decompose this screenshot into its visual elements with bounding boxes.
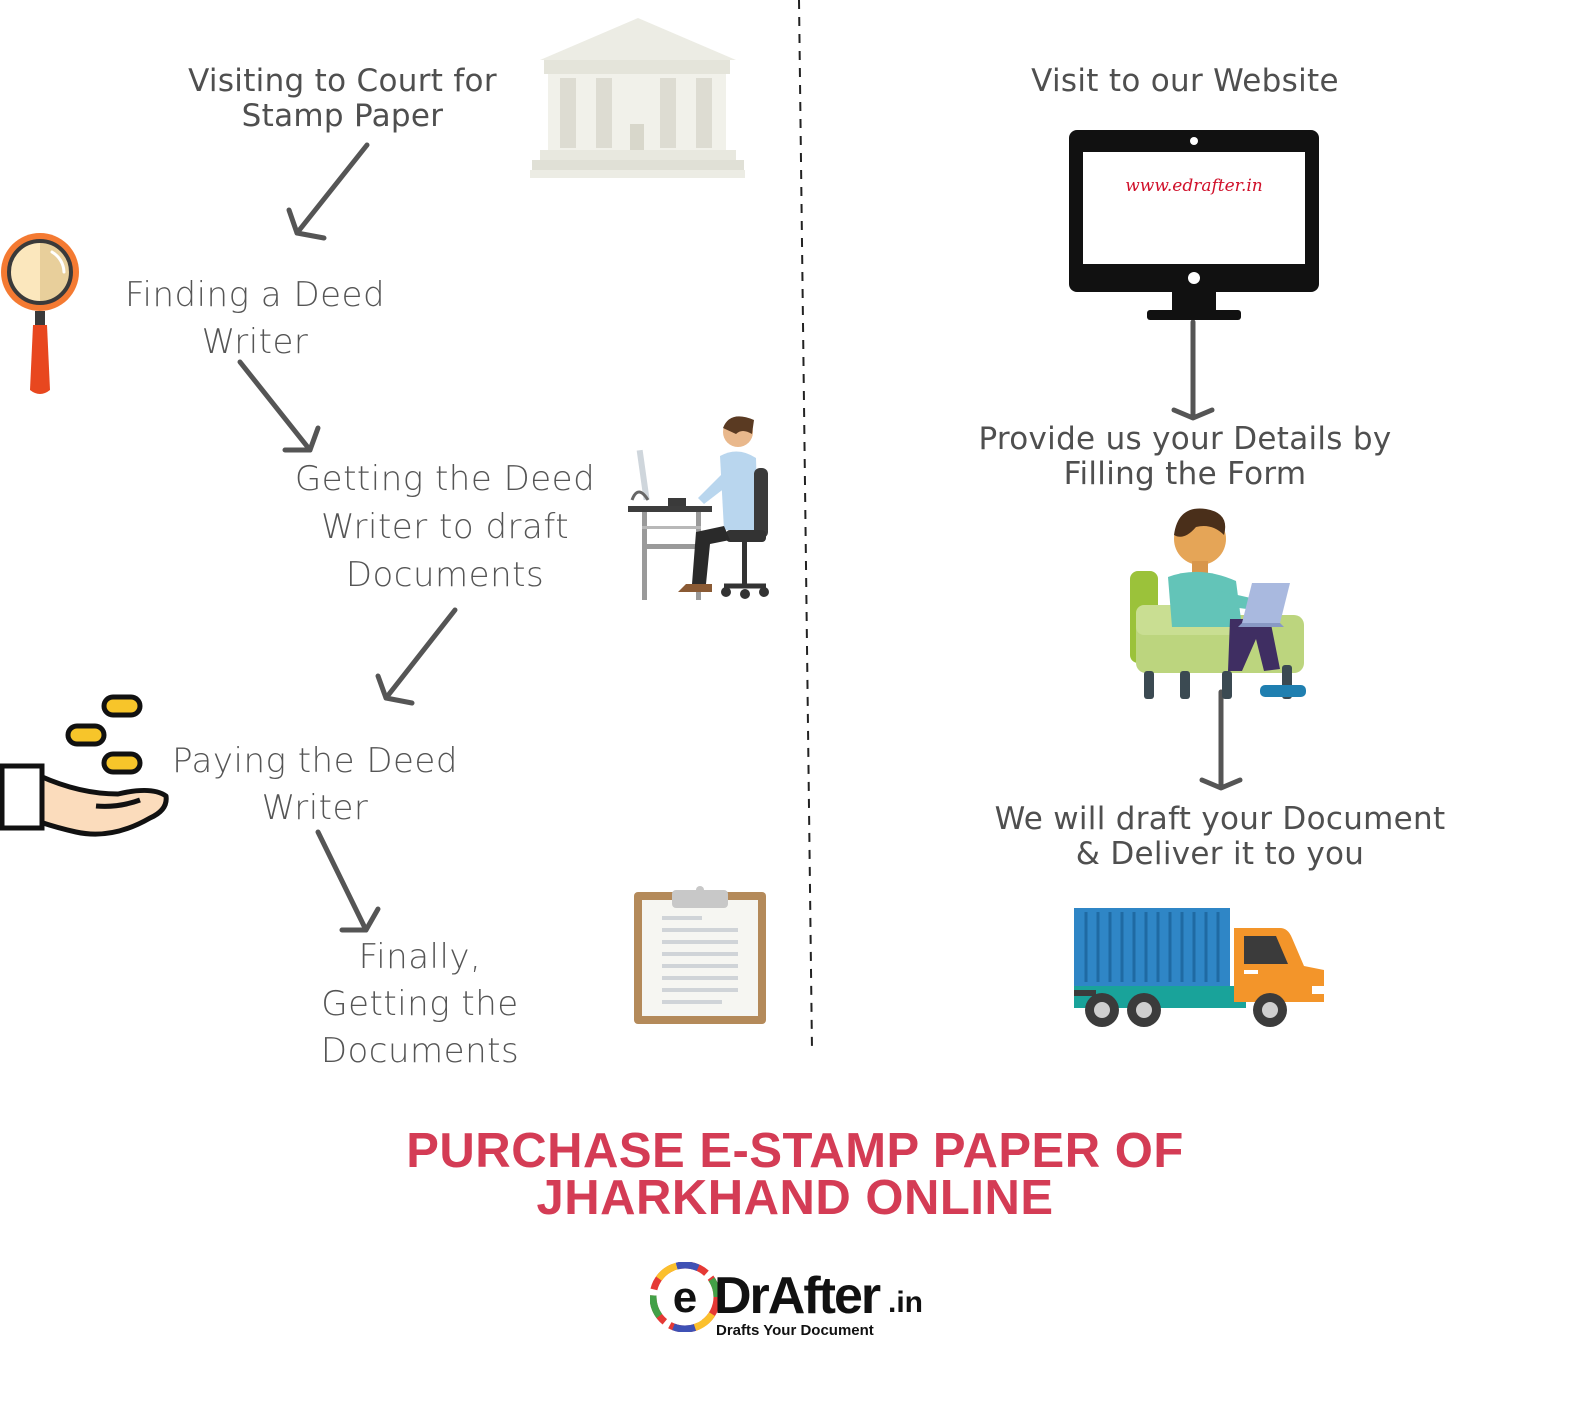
step-visit-website: Visit to our Website [1031, 63, 1339, 99]
monitor-url-text: www.edrafter.in [1125, 176, 1263, 196]
arrow-court-to-finding [286, 142, 370, 241]
svg-text:e: e [673, 1273, 697, 1322]
step-visiting-court: Visiting to Court for Stamp Paper [188, 63, 497, 134]
step-draft-and-deliver: We will draft your Document & Deliver it… [994, 801, 1446, 872]
logo-e-icon: e [650, 1262, 720, 1332]
edrafter-logo: e DrAfter .in Drafts Your Document [650, 1262, 950, 1347]
magnifier-icon [1, 233, 79, 394]
step-paying-deed-writer: Paying the Deed Writer [172, 741, 458, 828]
arrow-paying-to-finally [315, 829, 381, 933]
arrow-finding-to-getting [237, 359, 321, 453]
page-title-line-2: JHARKHAND ONLINE [536, 1171, 1054, 1225]
arrow-website-to-details [1171, 320, 1215, 421]
page-title-line-1: PURCHASE E-STAMP PAPER OF [406, 1124, 1184, 1178]
step-provide-details: Provide us your Details by Filling the F… [978, 421, 1392, 492]
arrow-details-to-deliver [1199, 689, 1243, 791]
truck-icon [1074, 908, 1326, 1027]
monitor-icon: www.edrafter.in [1069, 130, 1319, 322]
logo-brand: DrAfter [714, 1267, 881, 1325]
offline-arrows [237, 142, 458, 933]
coins-hand-icon [0, 694, 169, 837]
clipboard-icon [634, 886, 766, 1024]
step-finding-deed-writer: Finding a Deed Writer [124, 275, 386, 362]
logo-suffix: .in [888, 1286, 923, 1319]
office-worker-icon [628, 416, 769, 600]
step-finally-getting-documents: Finally, Getting the Documents [320, 937, 520, 1071]
online-arrows [1171, 320, 1243, 791]
arrow-getting-to-paying [375, 607, 458, 706]
step-deed-writer-draft: Getting the Deed Writer to draft Documen… [294, 459, 596, 595]
logo-tagline: Drafts Your Document [716, 1322, 874, 1339]
court-icon [530, 18, 745, 178]
laptop-person-icon [1130, 508, 1306, 699]
